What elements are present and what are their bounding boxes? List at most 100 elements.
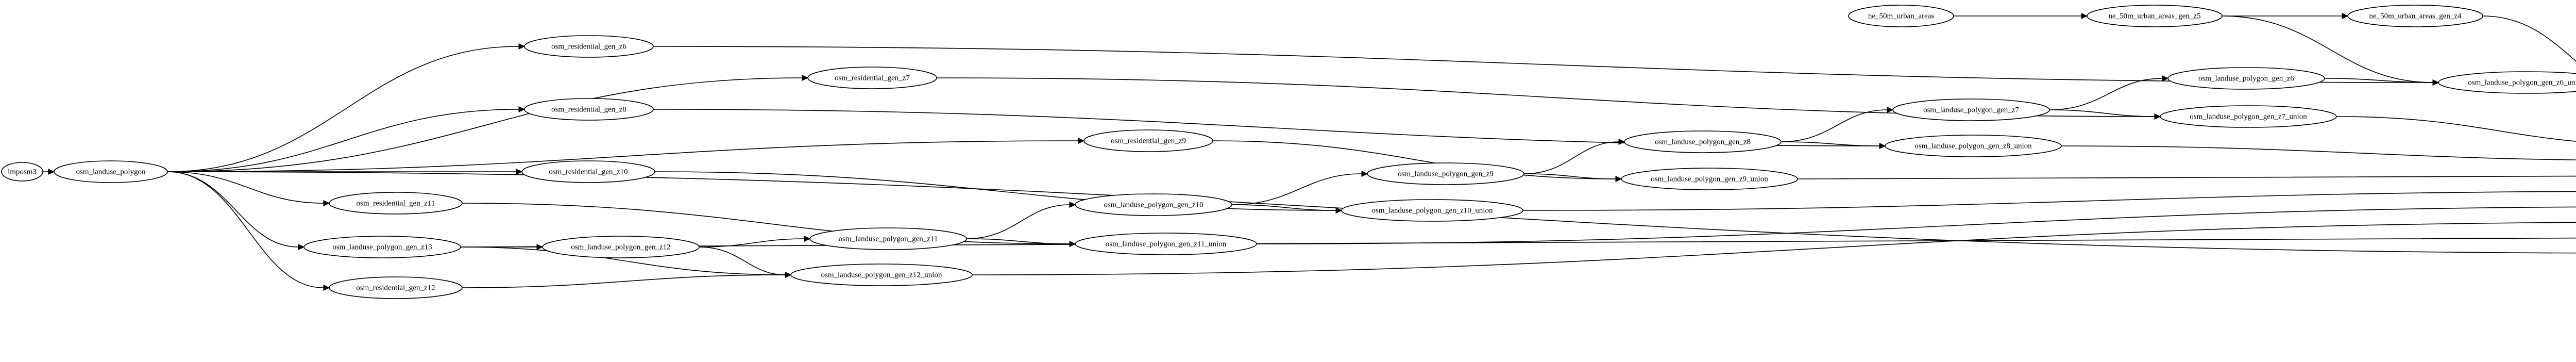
node-ellipse-osm_landuse_polygon_gen_z7[interactable]	[1892, 98, 2050, 121]
graph-node-osm_landuse_polygon_gen_z6_union[interactable]: osm_landuse_polygon_gen_z6_union	[2438, 71, 2576, 94]
graph-node-osm_residential_gen_z9[interactable]: osm_residential_gen_z9	[1083, 129, 1213, 152]
graph-edge-osm_landuse_polygon_gen_z9_union--to--layer_landuse.z9	[1797, 175, 2576, 179]
node-ellipse-osm_residential_gen_z6[interactable]	[524, 35, 654, 58]
graph-edge-osm_landuse_polygon_gen_z13--to--layer_landuse.z13	[460, 237, 2576, 248]
graph-edge-osm_residential_gen_z9--to--osm_landuse_polygon_gen_z9_union	[1212, 140, 1616, 179]
node-ellipse-ne_50m_urban_areas_gen_z5[interactable]	[2087, 5, 2223, 27]
graph-edge-osm_landuse_polygon_gen_z8--to--osm_landuse_polygon_gen_z7	[1781, 109, 1888, 142]
graph-node-osm_landuse_polygon_gen_z11_union[interactable]: osm_landuse_polygon_gen_z11_union	[1075, 233, 1257, 255]
graph-edge-osm_landuse_polygon--to--osm_residential_gen_z7	[167, 77, 803, 172]
node-ellipse-osm_landuse_polygon_gen_z8[interactable]	[1624, 130, 1782, 153]
node-ellipse-osm_landuse_polygon_gen_z11[interactable]	[809, 227, 967, 250]
arrow-head-icon	[2154, 113, 2161, 120]
node-ellipse-osm_landuse_polygon_gen_z10[interactable]	[1075, 193, 1232, 216]
node-ellipse-osm_landuse_polygon_gen_z12_union[interactable]	[790, 264, 973, 286]
graph-edge-osm_landuse_polygon_gen_z11_union--to--layer_landuse.z11	[1256, 206, 2576, 244]
arrow-head-icon	[516, 169, 523, 175]
arrow-head-icon	[1618, 139, 1625, 145]
graph-node-ne_50m_urban_areas_gen_z4[interactable]: ne_50m_urban_areas_gen_z4	[2347, 5, 2483, 27]
graph-node-osm_landuse_polygon_gen_z7[interactable]: osm_landuse_polygon_gen_z7	[1892, 98, 2050, 121]
arrow-head-icon	[804, 236, 811, 242]
node-ellipse-osm_landuse_polygon_gen_z12[interactable]	[542, 236, 700, 258]
graph-node-osm_residential_gen_z6[interactable]: osm_residential_gen_z6	[524, 35, 654, 58]
graph-edge-osm_landuse_polygon--to--osm_residential_gen_z11	[167, 171, 324, 204]
graph-edge-osm_landuse_polygon_gen_z11--to--osm_landuse_polygon_gen_z10	[966, 204, 1070, 239]
graph-node-osm_landuse_polygon_gen_z8[interactable]: osm_landuse_polygon_gen_z8	[1624, 130, 1782, 153]
graph-node-osm_landuse_polygon_gen_z7_union[interactable]: osm_landuse_polygon_gen_z7_union	[2160, 105, 2337, 128]
graph-edge-osm_landuse_polygon_gen_z9--to--osm_landuse_polygon_gen_z8	[1523, 141, 1619, 174]
arrow-head-icon	[802, 75, 809, 81]
arrow-head-icon	[785, 272, 792, 278]
node-ellipse-osm_residential_gen_z8[interactable]	[524, 98, 654, 121]
graph-edge-osm_landuse_polygon_gen_z12--to--osm_landuse_polygon_gen_z12_union	[699, 246, 786, 275]
graph-edge-osm_landuse_polygon--to--osm_landuse_polygon_gen_z13	[167, 171, 299, 248]
arrow-head-icon	[323, 200, 330, 206]
node-ellipse-osm_residential_gen_z11[interactable]	[329, 192, 463, 215]
graph-node-osm_landuse_polygon_gen_z8_union[interactable]: osm_landuse_polygon_gen_z8_union	[1885, 135, 2062, 157]
arrow-head-icon	[1335, 207, 1343, 213]
arrow-head-icon	[518, 43, 526, 50]
node-ellipse-osm_landuse_polygon_gen_z11_union[interactable]	[1075, 233, 1257, 255]
arrow-head-icon	[1887, 107, 1894, 113]
graph-node-osm_residential_gen_z12[interactable]: osm_residential_gen_z12	[329, 276, 463, 299]
graph-node-osm_residential_gen_z11[interactable]: osm_residential_gen_z11	[329, 192, 463, 215]
node-ellipse-osm_residential_gen_z9[interactable]	[1083, 129, 1213, 152]
node-ellipse-osm_landuse_polygon_gen_z9[interactable]	[1367, 162, 1524, 185]
graph-node-ne_50m_urban_areas[interactable]: ne_50m_urban_areas	[1848, 5, 1954, 27]
node-ellipse-osm_landuse_polygon_gen_z8_union[interactable]	[1885, 135, 2062, 157]
graph-edge-ne_50m_urban_areas_gen_z5--to--osm_landuse_polygon_gen_z6_union	[2222, 15, 2433, 83]
node-ellipse-osm_landuse_polygon_gen_z7_union[interactable]	[2160, 105, 2337, 128]
graph-edge-osm_landuse_polygon--to--osm_residential_gen_z12	[167, 171, 324, 288]
graph-node-osm_residential_gen_z7[interactable]: osm_residential_gen_z7	[807, 67, 937, 89]
graph-edge-osm_landuse_polygon_gen_z8_union--to--layer_landuse.z8	[2061, 145, 2576, 160]
graph-node-osm_landuse_polygon_gen_z10_union[interactable]: osm_landuse_polygon_gen_z10_union	[1341, 199, 1523, 222]
arrow-head-icon	[1078, 138, 1085, 144]
graph-node-osm_residential_gen_z10[interactable]: osm_residential_gen_z10	[521, 160, 655, 183]
graph-node-osm_landuse_polygon_gen_z9[interactable]: osm_landuse_polygon_gen_z9	[1367, 162, 1524, 185]
arrow-head-icon	[323, 285, 330, 291]
graph-edge-osm_landuse_polygon_gen_z12_union--to--layer_landuse.z12	[972, 222, 2576, 275]
arrow-head-icon	[2342, 13, 2349, 19]
node-ellipse-osm_residential_gen_z10[interactable]	[521, 160, 655, 183]
graph-edge-osm_landuse_polygon_gen_z10--to--osm_landuse_polygon_gen_z9	[1231, 173, 1362, 205]
node-ellipse-ne_50m_urban_areas_gen_z4[interactable]	[2347, 5, 2483, 27]
graph-node-osm_landuse_polygon_gen_z10[interactable]: osm_landuse_polygon_gen_z10	[1075, 193, 1232, 216]
graph-node-imposm3[interactable]: imposm3	[1, 162, 43, 182]
node-ellipse-osm_residential_gen_z12[interactable]	[329, 276, 463, 299]
arrow-head-icon	[2162, 75, 2169, 81]
node-ellipse-osm_landuse_polygon_gen_z10_union[interactable]	[1341, 199, 1523, 222]
graph-edge-osm_landuse_polygon_gen_z7--to--osm_landuse_polygon_gen_z6	[2049, 78, 2163, 110]
graph-node-ne_50m_urban_areas_gen_z5[interactable]: ne_50m_urban_areas_gen_z5	[2087, 5, 2223, 27]
node-ellipse-ne_50m_urban_areas[interactable]	[1848, 5, 1954, 27]
node-ellipse-osm_landuse_polygon_gen_z13[interactable]	[303, 236, 461, 258]
arrow-head-icon	[518, 106, 526, 112]
graph-node-osm_landuse_polygon_gen_z12[interactable]: osm_landuse_polygon_gen_z12	[542, 236, 700, 258]
arrow-head-icon	[298, 244, 305, 250]
graph-node-osm_landuse_polygon_gen_z11[interactable]: osm_landuse_polygon_gen_z11	[809, 227, 967, 250]
node-ellipse-osm_residential_gen_z7[interactable]	[807, 67, 937, 89]
arrow-head-icon	[1615, 176, 1622, 182]
nodes-layer: imposm3 osm_landuse_polygon osm_residentia…	[1, 5, 2576, 299]
graph-edge-osm_landuse_polygon--to--osm_residential_gen_z6	[167, 46, 519, 172]
graph-edge-osm_residential_gen_z6--to--osm_landuse_polygon_gen_z6_union	[653, 46, 2433, 83]
graph-edge-osm_landuse_polygon_gen_z10_union--to--layer_landuse.z10	[1522, 191, 2576, 211]
node-ellipse-osm_landuse_polygon[interactable]	[54, 160, 168, 183]
node-ellipse-osm_landuse_polygon_gen_z6[interactable]	[2167, 67, 2325, 90]
graph-node-osm_landuse_polygon_gen_z6[interactable]: osm_landuse_polygon_gen_z6	[2167, 67, 2325, 90]
graph-node-osm_landuse_polygon[interactable]: osm_landuse_polygon	[54, 160, 168, 183]
graph-edge-osm_landuse_polygon_gen_z12--to--osm_landuse_polygon_gen_z11	[699, 238, 805, 248]
node-ellipse-imposm3[interactable]	[1, 162, 43, 182]
node-ellipse-osm_landuse_polygon_gen_z6_union[interactable]	[2438, 71, 2576, 94]
graph-edge-osm_landuse_polygon_gen_z7--to--osm_landuse_polygon_gen_z7_union	[2049, 109, 2155, 117]
node-ellipse-osm_landuse_polygon_gen_z9_union[interactable]	[1621, 168, 1798, 190]
graph-node-osm_residential_gen_z8[interactable]: osm_residential_gen_z8	[524, 98, 654, 121]
graph-node-osm_landuse_polygon_gen_z12_union[interactable]: osm_landuse_polygon_gen_z12_union	[790, 264, 973, 286]
arrow-head-icon	[2432, 79, 2439, 86]
graph-node-osm_landuse_polygon_gen_z9_union[interactable]: osm_landuse_polygon_gen_z9_union	[1621, 168, 1798, 190]
arrow-head-icon	[1069, 202, 1076, 208]
graph-edge-osm_residential_gen_z12--to--osm_landuse_polygon_gen_z12_union	[462, 274, 786, 288]
graph-edge-osm_landuse_polygon--to--osm_residential_gen_z9	[167, 140, 1079, 172]
arrow-head-icon	[1069, 241, 1076, 247]
graph-node-osm_landuse_polygon_gen_z13[interactable]: osm_landuse_polygon_gen_z13	[303, 236, 461, 258]
